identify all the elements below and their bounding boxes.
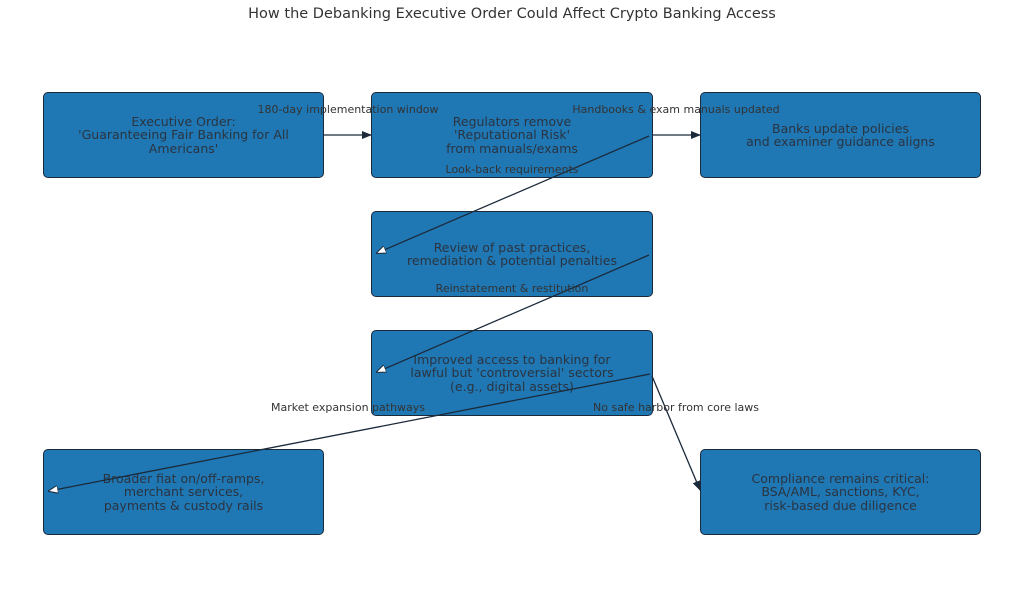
node-regulators: Regulators remove 'Reputational Risk' fr… (371, 92, 653, 178)
node-access: Improved access to banking for lawful bu… (371, 330, 653, 416)
node-rails-label: Broader fiat on/off-ramps, merchant serv… (102, 470, 265, 513)
node-rails: Broader fiat on/off-ramps, merchant serv… (43, 449, 324, 535)
node-review: Review of past practices, remediation & … (371, 211, 653, 297)
edge-access-to-compliance (651, 375, 701, 491)
edge-review-to-access (377, 254, 650, 372)
node-regulators-label: Regulators remove 'Reputational Risk' fr… (446, 113, 578, 156)
diagram-title: How the Debanking Executive Order Could … (248, 6, 776, 22)
node-compliance: Compliance remains critical: BSA/AML, sa… (700, 449, 981, 535)
edge-label-handbooks-updated: Handbooks & exam manuals updated (572, 103, 780, 116)
node-banks: Banks update policies and examiner guida… (700, 92, 981, 178)
edge-label-look-back: Look-back requirements (445, 163, 579, 176)
node-compliance-label: Compliance remains critical: BSA/AML, sa… (751, 470, 930, 513)
node-access-label: Improved access to banking for lawful bu… (410, 351, 614, 394)
node-banks-label: Banks update policies and examiner guida… (746, 120, 935, 149)
node-review-label: Review of past practices, remediation & … (407, 239, 617, 268)
edge-label-reinstatement: Reinstatement & restitution (435, 282, 589, 295)
node-executive-order: Executive Order: 'Guaranteeing Fair Bank… (43, 92, 324, 178)
node-executive-order-label: Executive Order: 'Guaranteeing Fair Bank… (78, 113, 289, 156)
edge-label-no-safe-harbor: No safe harbor from core laws (593, 401, 759, 414)
edge-access-to-rails (49, 373, 651, 491)
edge-regulators-to-review (377, 135, 650, 253)
edge-label-implementation-window: 180-day implementation window (257, 103, 439, 116)
edge-label-market-expansion: Market expansion pathways (270, 401, 426, 414)
